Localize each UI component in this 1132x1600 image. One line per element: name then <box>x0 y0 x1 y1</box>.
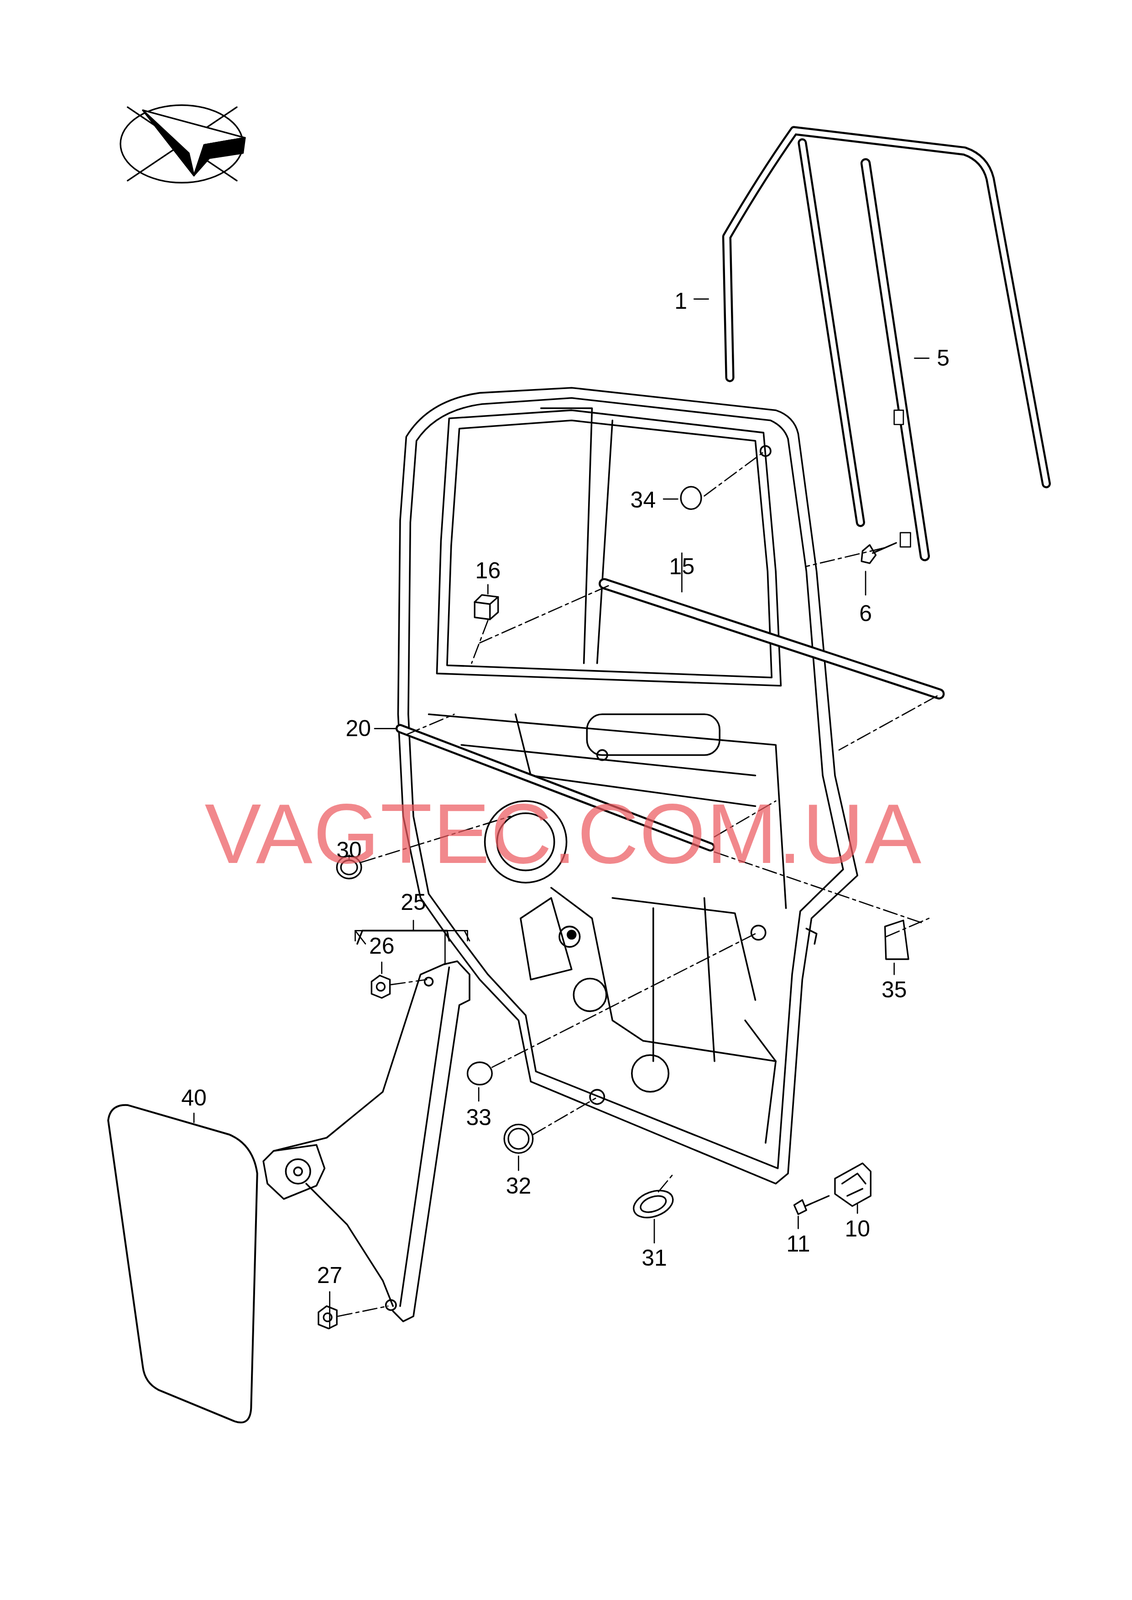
callout-number: 1 <box>674 289 688 313</box>
callout-number: 34 <box>630 488 657 512</box>
callout-number: 32 <box>506 1174 532 1198</box>
callout-number: 16 <box>475 559 501 583</box>
watermark: VAGTEC.COM.UA <box>204 791 923 877</box>
callout-number: 40 <box>181 1086 207 1110</box>
callout-number: 33 <box>465 1106 492 1130</box>
frame-seal <box>726 130 1047 557</box>
callout-number: 15 <box>669 555 695 579</box>
window-regulator <box>263 930 470 1322</box>
callout-number: 11 <box>786 1232 811 1256</box>
callout-number: 5 <box>936 346 950 370</box>
callout-number: 25 <box>400 891 427 914</box>
callout-number: 10 <box>844 1217 871 1241</box>
callout-number: 31 <box>641 1246 668 1270</box>
leader-lines <box>193 299 938 1330</box>
callout-number: 26 <box>369 934 395 958</box>
callout-number: 27 <box>317 1264 343 1288</box>
callout-number: 35 <box>881 978 908 1002</box>
door-shell <box>397 387 858 1185</box>
callout-number: 20 <box>345 717 371 741</box>
window-glass <box>108 1105 258 1424</box>
callout-number: 6 <box>859 602 872 626</box>
small-parts <box>318 486 909 1330</box>
orientation-symbol <box>120 105 246 183</box>
